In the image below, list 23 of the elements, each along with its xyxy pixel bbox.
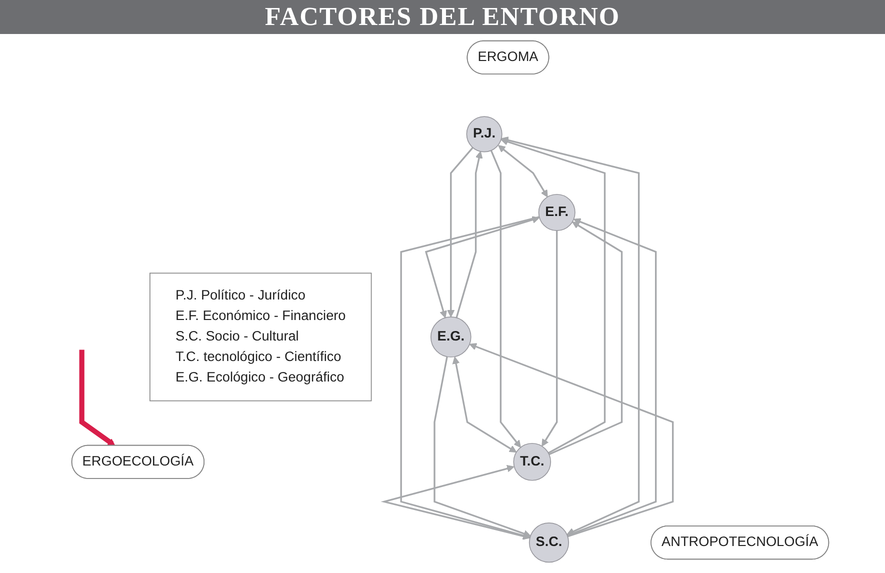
node-circle: E.F. xyxy=(538,194,576,232)
arrow xyxy=(500,138,606,454)
arrow xyxy=(490,150,522,448)
arrow xyxy=(79,350,116,446)
title-banner: FACTORES DEL ENTORNO xyxy=(0,0,885,34)
arrow xyxy=(400,216,540,540)
node-circle: P.J. xyxy=(466,116,502,152)
arrow xyxy=(567,218,657,536)
arrow xyxy=(501,136,640,535)
node-circle: E.G. xyxy=(430,316,472,358)
arrow xyxy=(498,145,548,198)
arrow xyxy=(548,222,623,456)
node-circle: T.C. xyxy=(513,442,552,481)
node-circle: S.C. xyxy=(528,522,570,563)
arrow xyxy=(469,343,674,538)
arrow xyxy=(542,230,558,446)
arrow xyxy=(456,151,483,318)
node-box: P.J. Político - Jurídico E.F. Económico - Financiero S.C. Socio - Cultural T.C. tecnológico - Científico E.G. Ecológico - Geográfico xyxy=(150,272,372,402)
arrow xyxy=(424,216,540,318)
arrow xyxy=(380,464,530,540)
arrow xyxy=(447,147,474,318)
arrow xyxy=(452,356,517,453)
arrow xyxy=(434,356,531,538)
